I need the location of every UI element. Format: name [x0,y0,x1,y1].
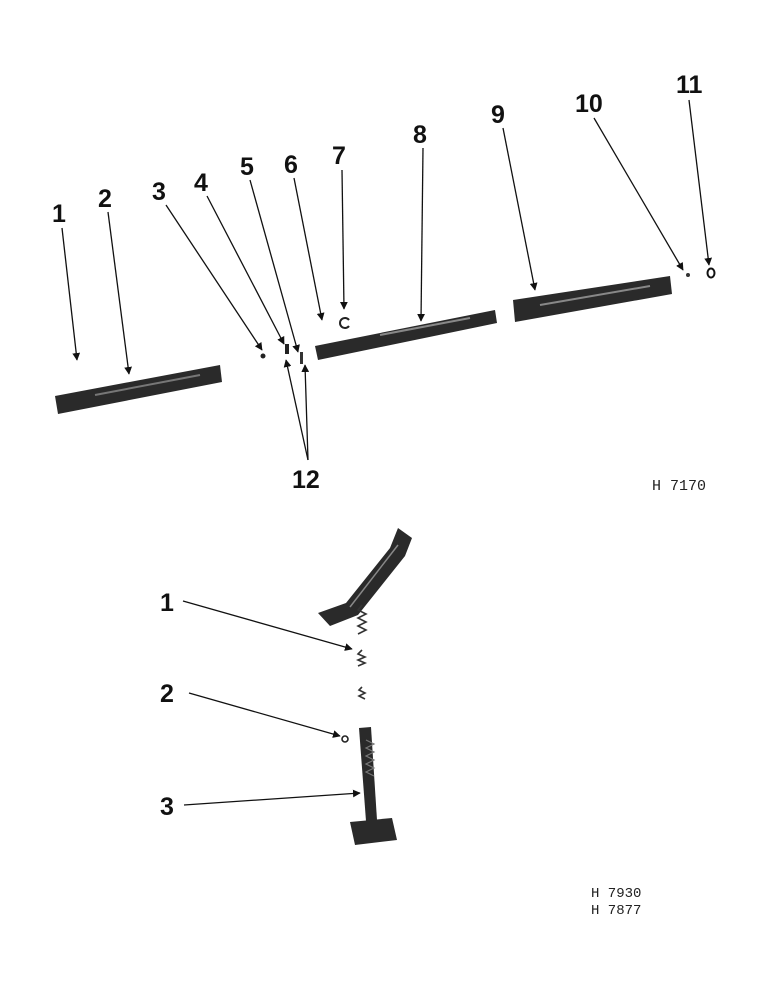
lower-rod [359,727,377,821]
small-part-10 [686,273,690,277]
base-plate [350,818,397,845]
callout-top-12: 12 [292,466,320,494]
small-part-3 [260,353,266,359]
bottom-assembly: 1 2 3 H 7930 H 7877 [160,528,641,919]
shaft-right [513,276,672,322]
figure-id-top: H 7170 [652,478,706,495]
callout-bottom-2: 2 [160,680,174,708]
callout-top-1: 1 [52,200,66,228]
top-assembly: 1 2 3 4 5 6 7 8 9 10 11 12 H 7170 [52,71,716,495]
callout-top-3: 3 [152,178,166,206]
callout-top-5: 5 [240,153,254,181]
callout-bottom-3: 3 [160,793,174,821]
callout-top-4: 4 [194,169,208,197]
figure-id-bottom-1: H 7930 [591,886,641,902]
clip-part-7 [339,317,350,329]
spring-chain [355,604,368,700]
upper-bracket [318,528,412,626]
small-part-2 [341,735,349,743]
callout-top-8: 8 [413,121,427,149]
callout-top-6: 6 [284,151,298,179]
callout-bottom-1: 1 [160,589,174,617]
leader-lines-bottom [182,600,361,806]
leader-lines-top [61,99,713,461]
small-part-4 [285,344,289,354]
small-part-12 [300,352,303,364]
washer-part-11 [706,267,716,279]
shaft-left [55,365,222,414]
callout-top-10: 10 [575,90,603,118]
callout-top-11: 11 [676,71,703,99]
callout-top-7: 7 [332,142,346,170]
figure-id-bottom-2: H 7877 [591,903,641,919]
callout-top-9: 9 [491,101,505,129]
callout-top-2: 2 [98,185,112,213]
